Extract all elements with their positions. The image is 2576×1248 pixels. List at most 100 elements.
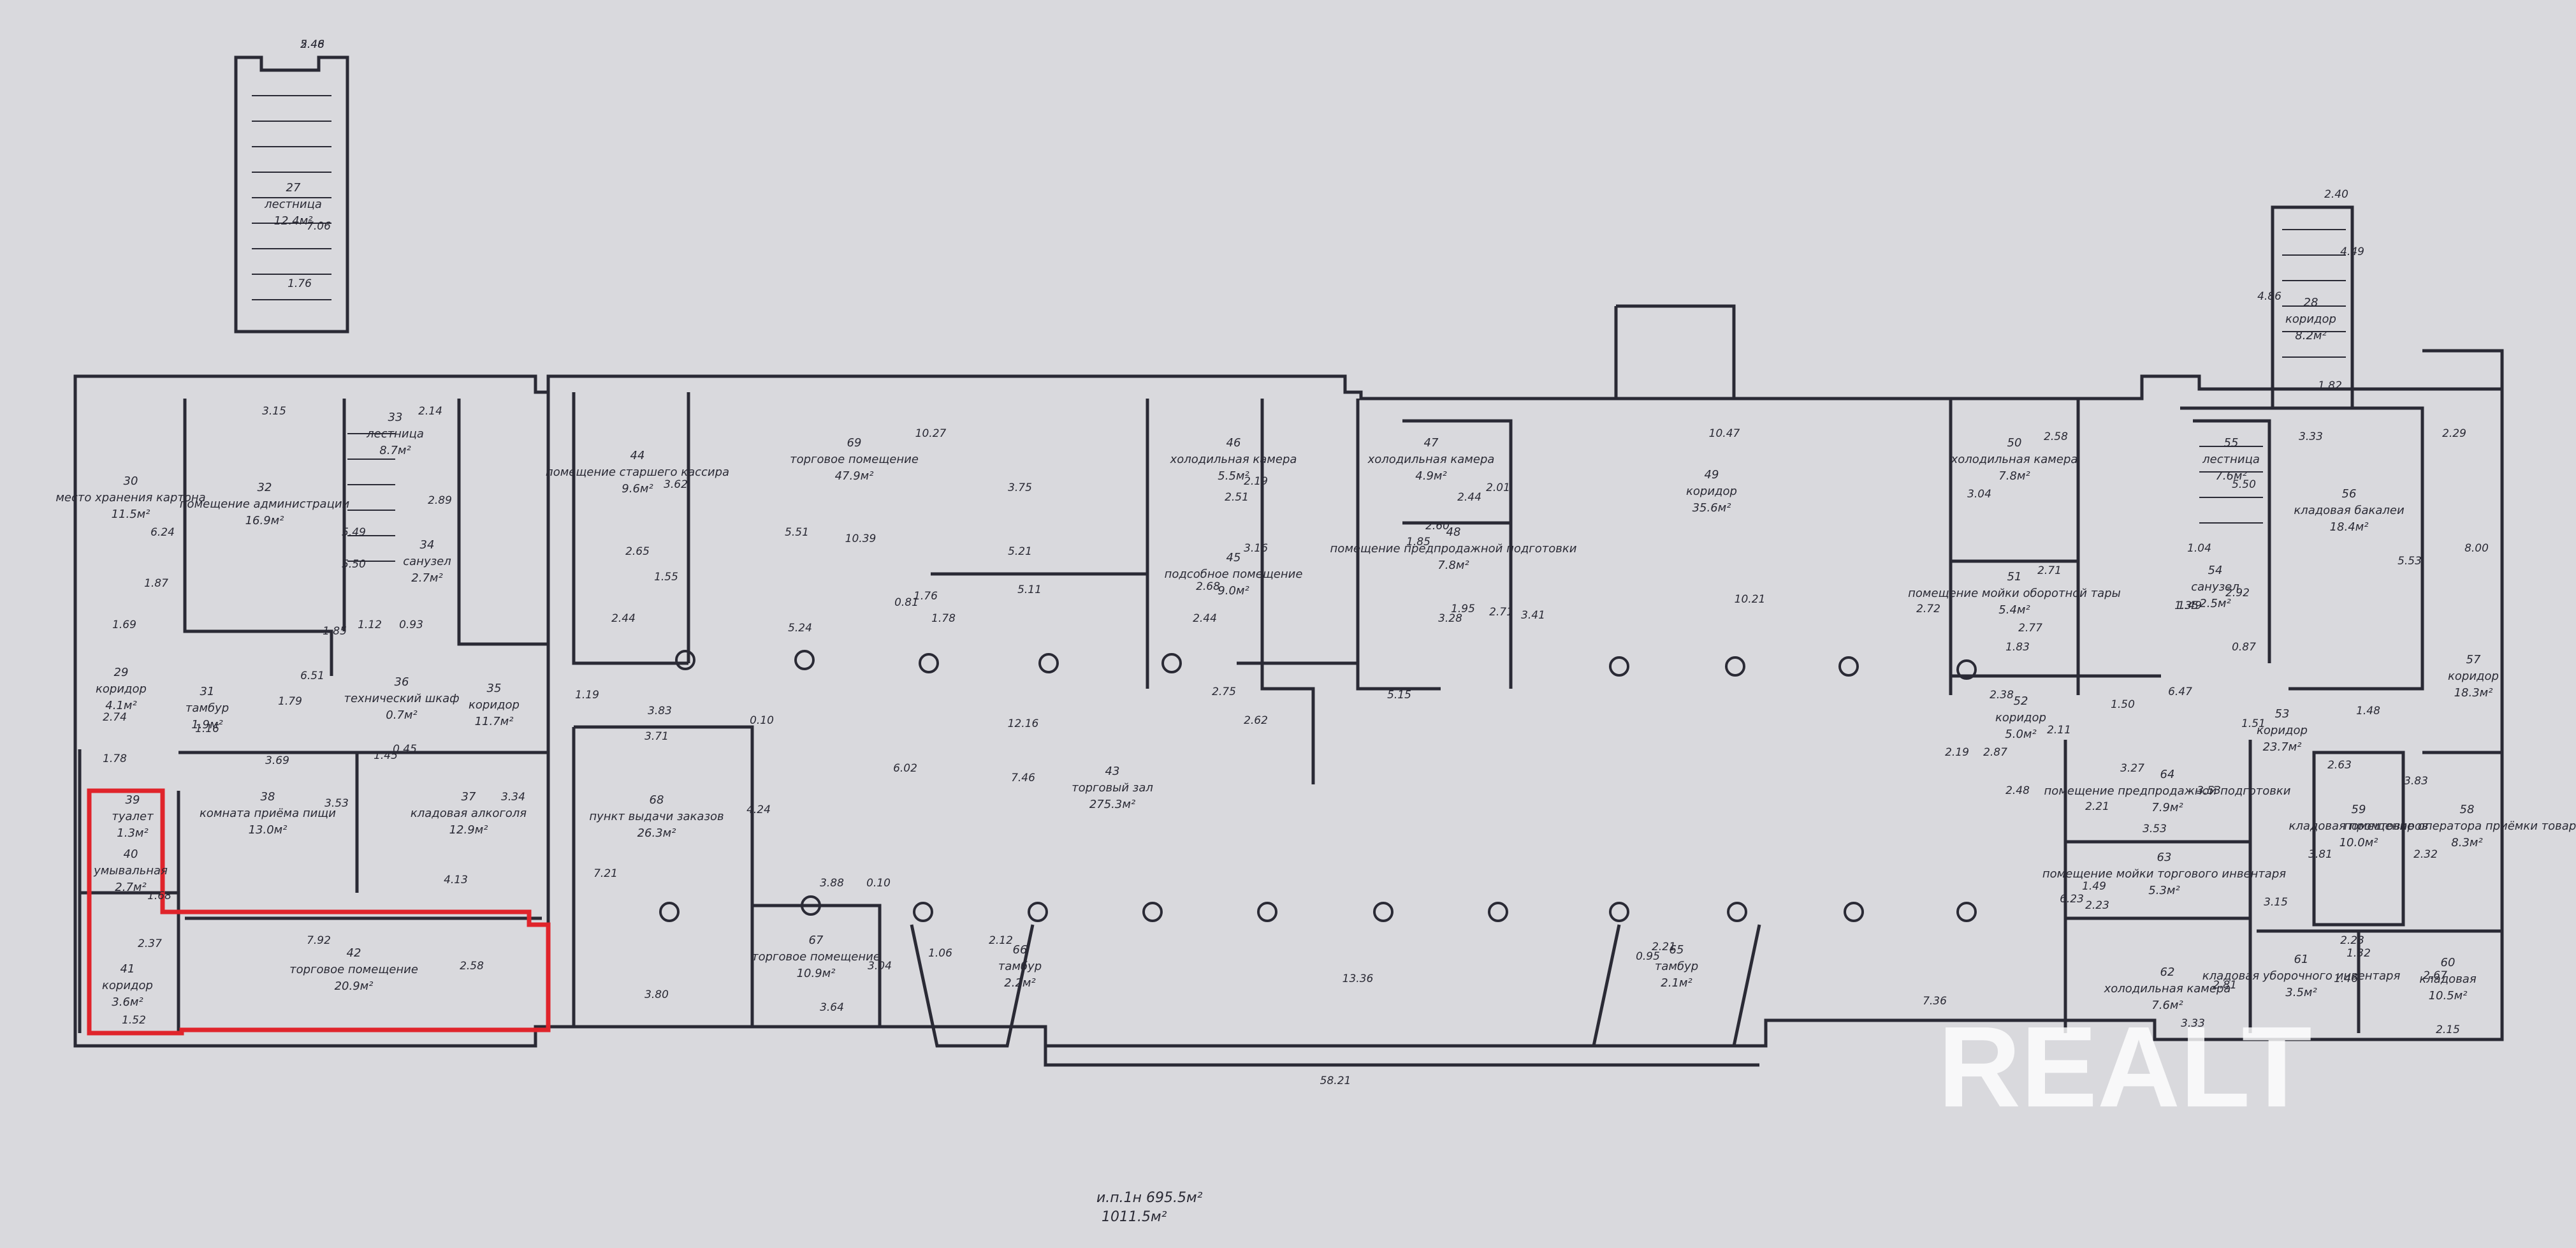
dimension-label: 2.65	[625, 545, 650, 558]
dimension-label: 12.16	[1008, 717, 1039, 730]
room-num: 30	[124, 474, 138, 488]
dimension-label: 2.19	[1244, 475, 1268, 488]
room-area: 8.2м²	[2295, 329, 2326, 342]
dimension-label: 3.15	[262, 405, 286, 418]
room-num: 37	[462, 790, 476, 804]
dimension-label: 7.46	[1011, 772, 1035, 784]
dimension-label: 3.69	[265, 754, 289, 767]
dimension-label: 4.86	[2257, 290, 2281, 303]
dimension-label: 2.58	[460, 960, 484, 973]
room-num: 64	[2160, 768, 2175, 781]
dimension-label: 2.74	[103, 711, 127, 724]
dimension-label: 3.33	[2299, 430, 2323, 443]
dimension-label: 3.28	[1438, 612, 1462, 625]
dimension-label: 2.21	[2085, 800, 2109, 813]
dimension-label: 1.78	[931, 612, 956, 625]
dimension-label: 2.68	[1196, 580, 1220, 593]
dimension-label: 0.95	[1636, 950, 1660, 963]
dimension-label: 0.93	[399, 619, 423, 631]
room-area: 2.2м²	[1004, 976, 1035, 990]
dimension-label: 1.76	[287, 277, 312, 290]
dimension-label: 0.87	[2232, 641, 2256, 654]
dimension-label: 3.04	[1967, 488, 1991, 501]
room-area: 7.9м²	[2151, 801, 2183, 814]
dimension-label: 2.58	[2044, 430, 2068, 443]
dimension-label: 1.78	[103, 752, 127, 765]
dimension-label: 2.23	[2340, 934, 2364, 947]
dimension-label: 1.46	[2334, 973, 2358, 985]
dimension-label: 3.83	[648, 705, 672, 717]
room-name: коридор	[469, 698, 520, 712]
dimension-label: 1.48	[2356, 705, 2380, 717]
room-area: 20.9м²	[335, 980, 374, 993]
dimension-label: 13.36	[1343, 973, 1374, 985]
dimension-label: 2.48	[2005, 784, 2030, 797]
dimension-label: 0.45	[393, 743, 417, 756]
room-num: 44	[630, 449, 645, 462]
dimension-label: 2.12	[989, 934, 1013, 947]
columns	[659, 650, 1977, 922]
room-area: 275.3м²	[1089, 798, 1135, 811]
dimension-label: 2.48	[300, 38, 324, 51]
room-name: комната приёма пищи	[200, 807, 336, 820]
dimension-label: 2.62	[1244, 714, 1268, 727]
room-area: 9.0м²	[1218, 584, 1249, 598]
room-name: торговое помещение	[752, 950, 880, 964]
dimension-label: 3.16	[1244, 542, 1268, 555]
room-area: 26.3м²	[637, 826, 676, 840]
dimension-label: 5.53	[2398, 555, 2422, 568]
dimension-label: 5.46	[300, 38, 324, 51]
dimension-label: 2.71	[1489, 606, 1513, 619]
room-area: 7.8м²	[1998, 469, 2030, 483]
room-num: 61	[2294, 953, 2309, 966]
dimension-label: 8.00	[2464, 542, 2489, 555]
room-num: 69	[847, 436, 862, 450]
room-num: 58	[2460, 803, 2475, 816]
room-area: 23.7м²	[2263, 740, 2302, 754]
room-area: 2.7м²	[115, 881, 146, 894]
room-area: 7.8м²	[1437, 559, 1469, 572]
dimension-label: 5.51	[785, 526, 809, 539]
room-area: 5.3м²	[2148, 884, 2179, 897]
dimension-label: 1.95	[1451, 603, 1475, 615]
dimension-label: 3.71	[644, 730, 669, 743]
dimension-label: 2.21	[1652, 941, 1676, 953]
room-name: холодильная камера	[1951, 453, 2078, 466]
room-name: торговое помещение	[790, 453, 919, 466]
dimension-label: 3.53	[2197, 784, 2221, 797]
room-name: торговый зал	[1072, 781, 1153, 795]
dimension-label: 1.55	[654, 571, 678, 584]
dimension-label: 7.92	[307, 934, 331, 947]
dimension-label: 1.16	[195, 723, 219, 735]
dimension-label: 2.75	[1212, 686, 1236, 698]
room-name: лестница	[264, 198, 322, 211]
dimension-label: 58.21	[1320, 1075, 1351, 1087]
dimension-label: 2.44	[1457, 491, 1481, 504]
room-num: 31	[200, 685, 215, 698]
dimension-label: 2.67	[2423, 969, 2447, 982]
room-num: 65	[1670, 943, 1684, 957]
room-name: кладовая алкоголя	[411, 807, 527, 820]
dimension-label: 3.15	[2264, 896, 2288, 909]
dimension-label: 4.24	[746, 804, 771, 816]
room-name: кладовая промтоваров	[2289, 819, 2428, 833]
dimension-label: 7.36	[1923, 995, 1947, 1008]
dimension-label: 3.53	[324, 797, 349, 810]
